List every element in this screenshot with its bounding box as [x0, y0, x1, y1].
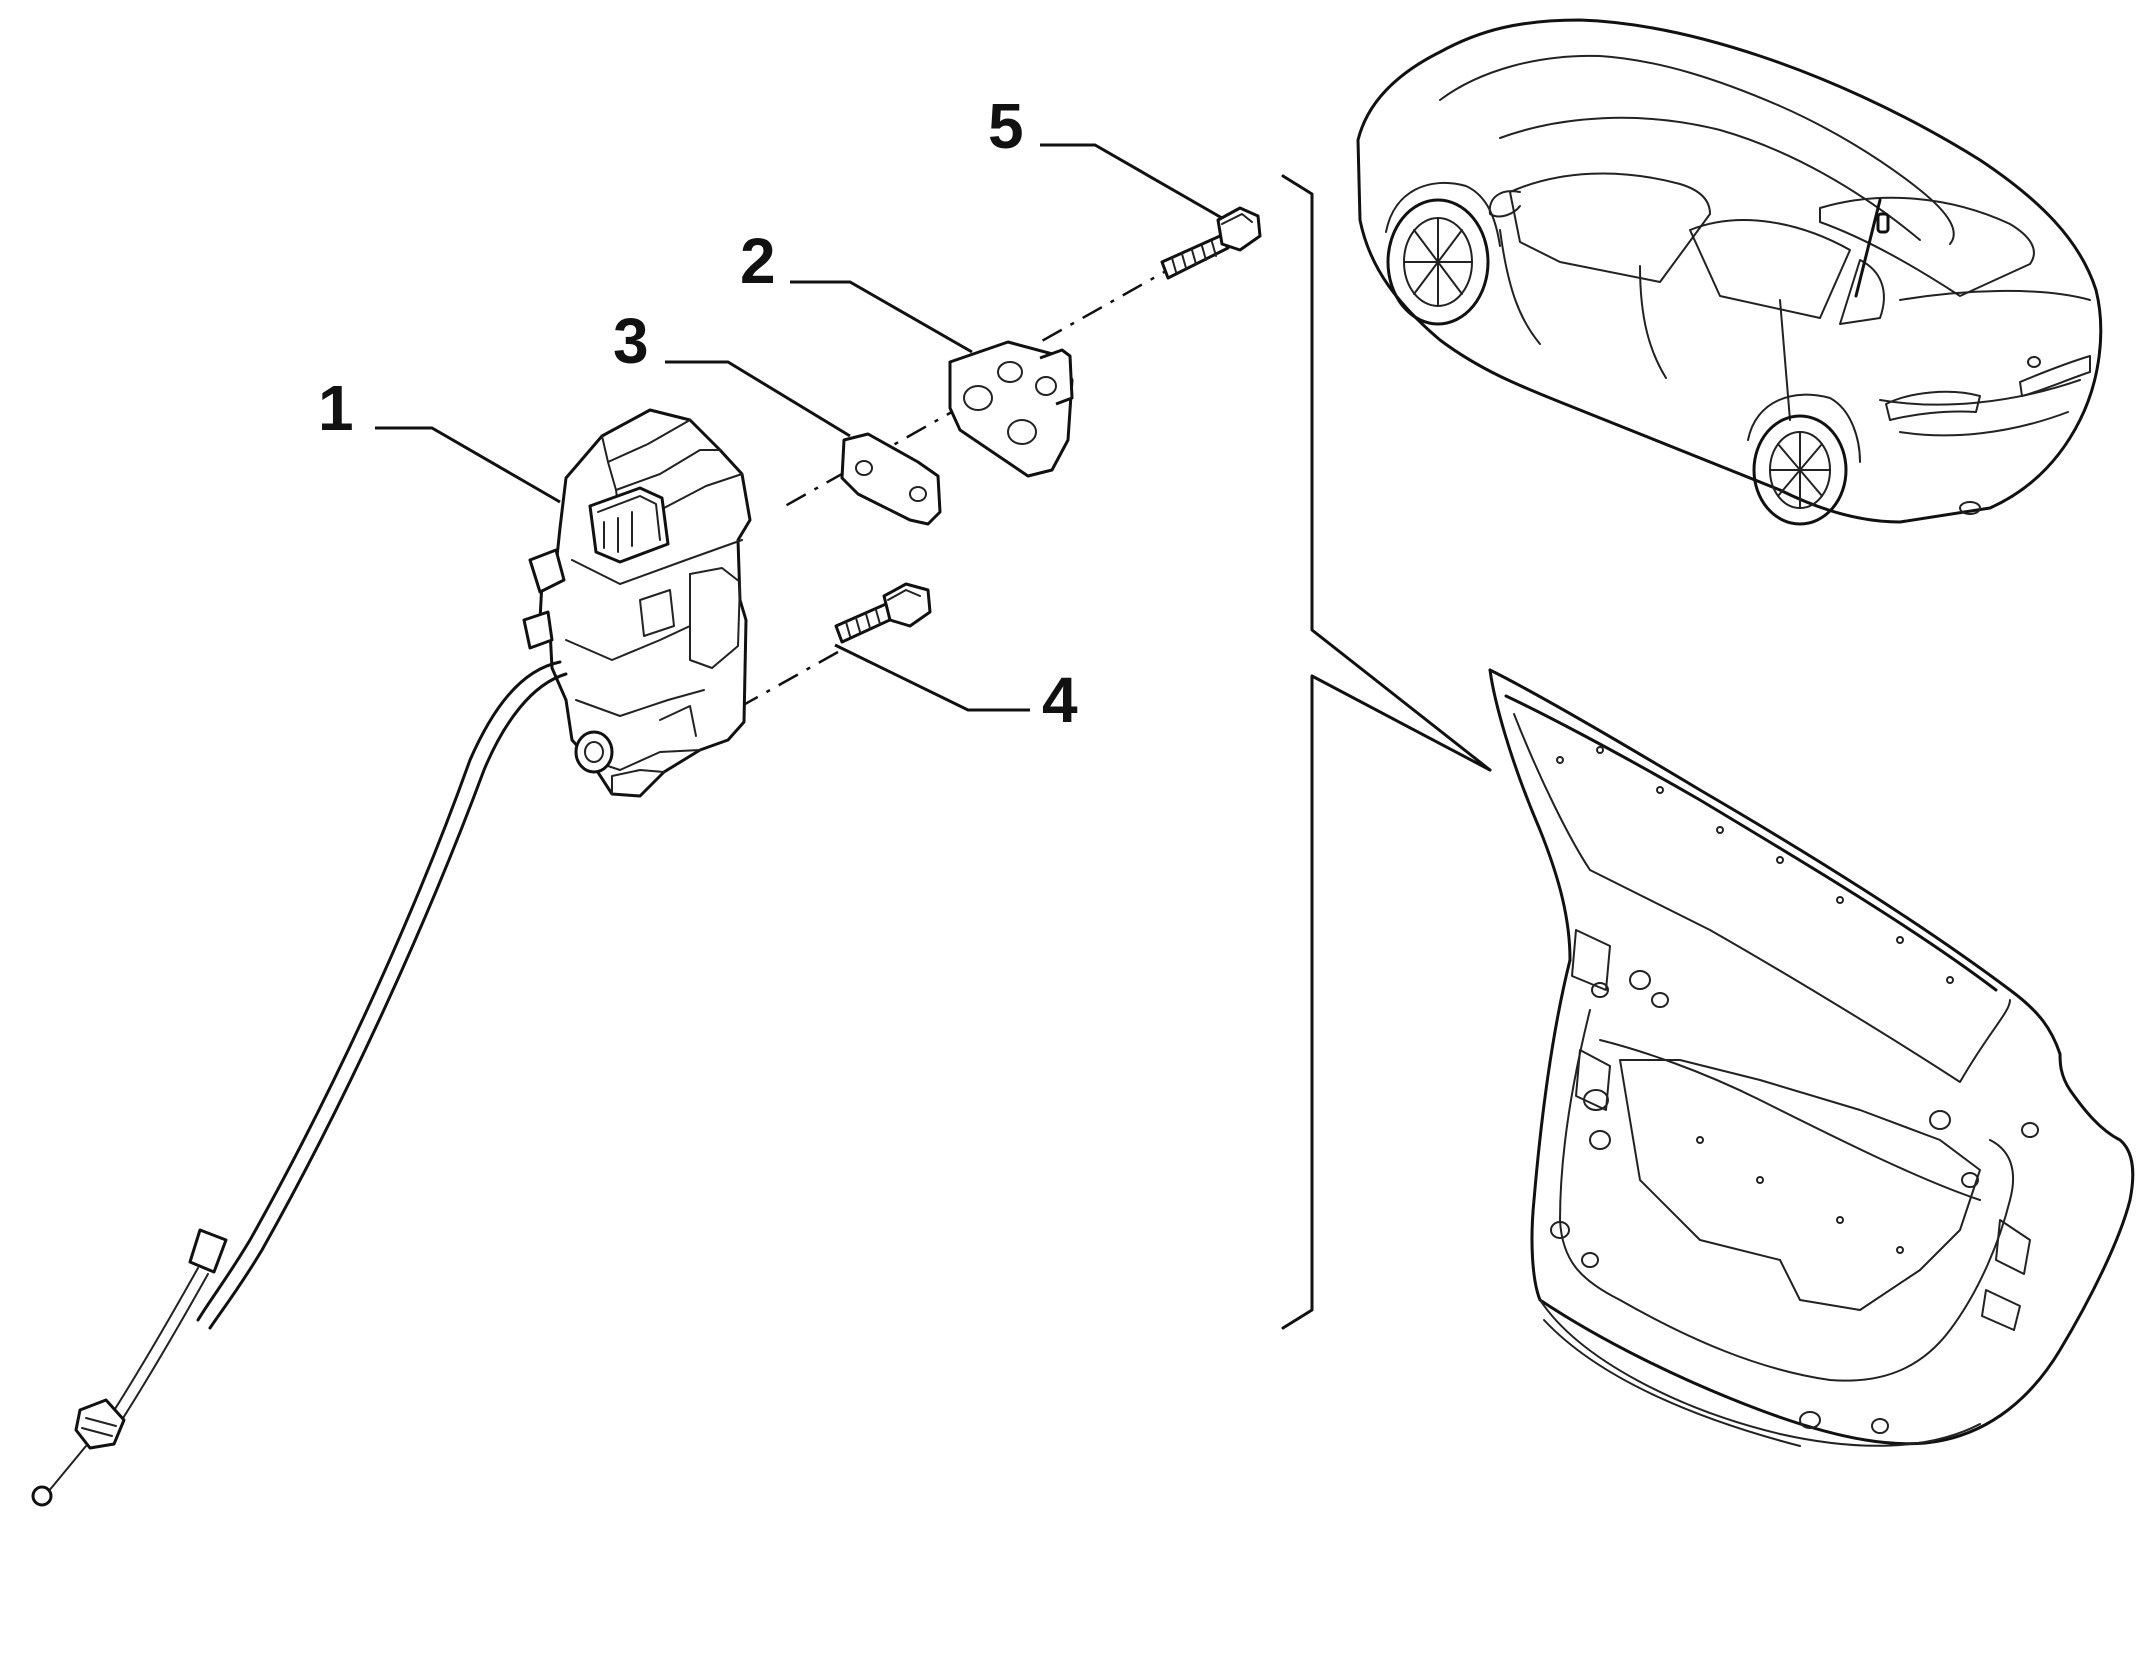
view-bracket [1281, 174, 1492, 772]
callout-3[interactable]: 3 [613, 305, 649, 377]
assembly-axes [737, 260, 1183, 710]
leader-3 [665, 360, 851, 438]
part-4-screw[interactable] [834, 582, 932, 644]
leader-5 [1040, 143, 1223, 220]
callout-1[interactable]: 1 [318, 372, 354, 444]
rear-door-frame-illustration [1488, 668, 2135, 1447]
car-overview-illustration [1356, 18, 2103, 526]
leader-1 [375, 426, 561, 504]
part-2-striker-plate[interactable] [948, 340, 1074, 478]
part-1-actuator-cable[interactable] [31, 660, 568, 1507]
part-5-bolt[interactable] [1160, 206, 1262, 280]
callout-4[interactable]: 4 [1042, 664, 1078, 736]
callout-2[interactable]: 2 [740, 225, 776, 297]
leader-2 [790, 280, 973, 354]
part-1-door-lock-actuator[interactable] [522, 408, 752, 798]
part-3-gasket[interactable] [840, 432, 942, 526]
leader-lines [375, 143, 1223, 712]
view-bracket-lower [1281, 674, 1492, 1330]
leader-4 [834, 643, 1030, 712]
callout-5[interactable]: 5 [988, 90, 1024, 162]
